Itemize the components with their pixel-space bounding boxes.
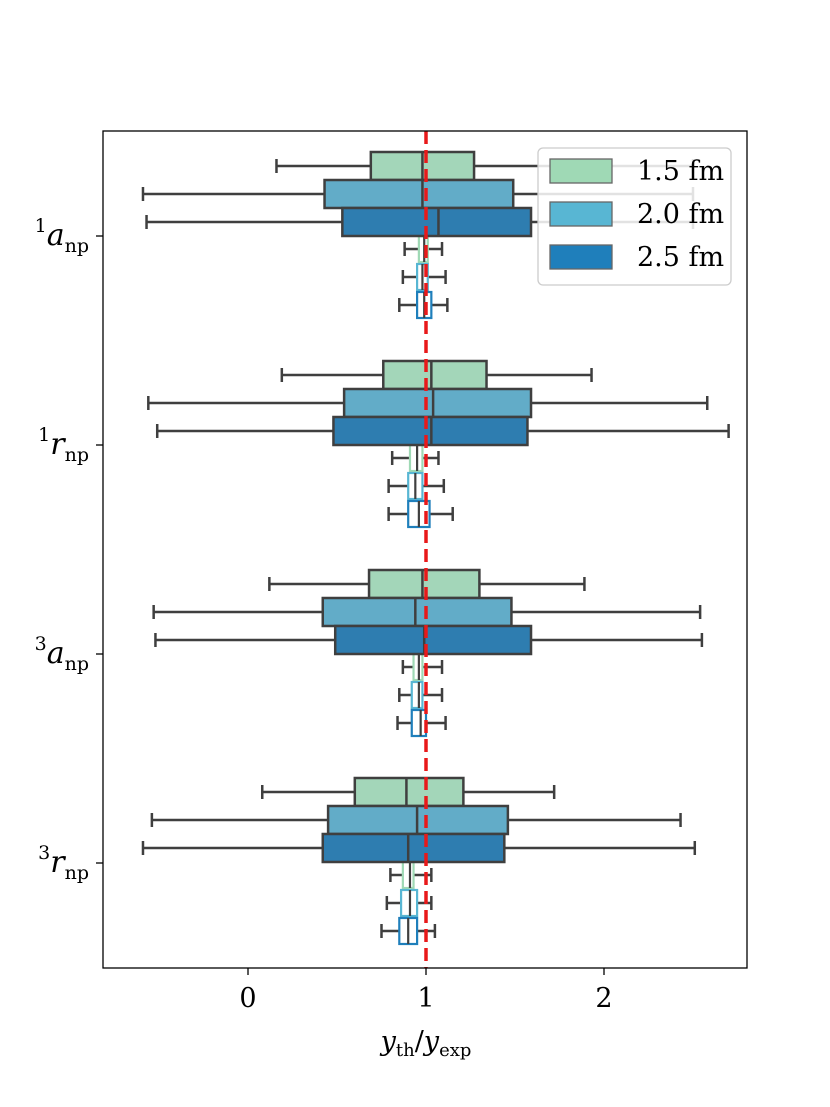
- box-narrow-25fm-2: [396, 708, 447, 738]
- box-wide-20fm-3: [150, 804, 682, 836]
- box: [321, 832, 506, 864]
- box: [323, 178, 515, 210]
- box-narrow-20fm-0: [401, 262, 447, 292]
- x-tick-label: 2: [595, 983, 612, 1014]
- legend-label: 1.5 fm: [637, 156, 724, 187]
- x-axis-label: yth/yexp: [380, 1026, 472, 1061]
- box-narrow-15fm-1: [390, 443, 440, 473]
- legend: 1.5 fm 2.0 fm 2.5 fm: [537, 147, 732, 286]
- box-wide-20fm-0: [141, 178, 695, 210]
- legend-swatch: [549, 158, 613, 184]
- box: [401, 860, 415, 890]
- box-narrow-20fm-3: [385, 888, 433, 918]
- box: [321, 596, 513, 628]
- x-axis: 0 1 2: [239, 968, 613, 1014]
- box: [410, 680, 424, 710]
- box-narrow-25fm-0: [398, 290, 449, 320]
- box-wide-25fm-3: [141, 832, 697, 864]
- box-narrow-15fm-2: [401, 652, 444, 682]
- y-tick-label: 3anp: [35, 633, 89, 675]
- box: [382, 359, 488, 391]
- box-narrow-25fm-1: [387, 499, 454, 529]
- box-wide-15fm-2: [268, 568, 586, 600]
- y-tick-label: 1rnp: [38, 424, 89, 466]
- box-narrow-20fm-2: [398, 680, 444, 710]
- box: [342, 387, 533, 419]
- box-wide-25fm-1: [155, 415, 730, 447]
- legend-label: 2.0 fm: [637, 199, 724, 230]
- box-wide-15fm-3: [260, 776, 556, 808]
- x-tick-label: 0: [239, 983, 256, 1014]
- box-wide-20fm-1: [147, 387, 709, 419]
- box-wide-15fm-0: [275, 150, 695, 182]
- box-wide-25fm-2: [154, 624, 704, 656]
- box-narrow-15fm-0: [403, 234, 444, 264]
- plot-area: [102, 130, 748, 969]
- legend-swatch: [549, 201, 613, 227]
- y-tick-label: 3rnp: [38, 842, 89, 884]
- box: [410, 708, 428, 738]
- box-narrow-20fm-1: [387, 471, 446, 501]
- box: [333, 624, 533, 656]
- x-tick-label: 1: [417, 983, 434, 1014]
- legend-swatch: [549, 244, 613, 270]
- box: [341, 206, 533, 238]
- box: [353, 776, 465, 808]
- legend-label: 2.5 fm: [637, 242, 724, 273]
- chart-marks: [141, 150, 730, 946]
- box-narrow-25fm-3: [380, 916, 437, 946]
- box-wide-15fm-1: [280, 359, 593, 391]
- y-tick-label: 1anp: [35, 215, 89, 257]
- y-axis: 1anp 1rnp 3anp 3rnp: [35, 215, 103, 884]
- box: [367, 568, 481, 600]
